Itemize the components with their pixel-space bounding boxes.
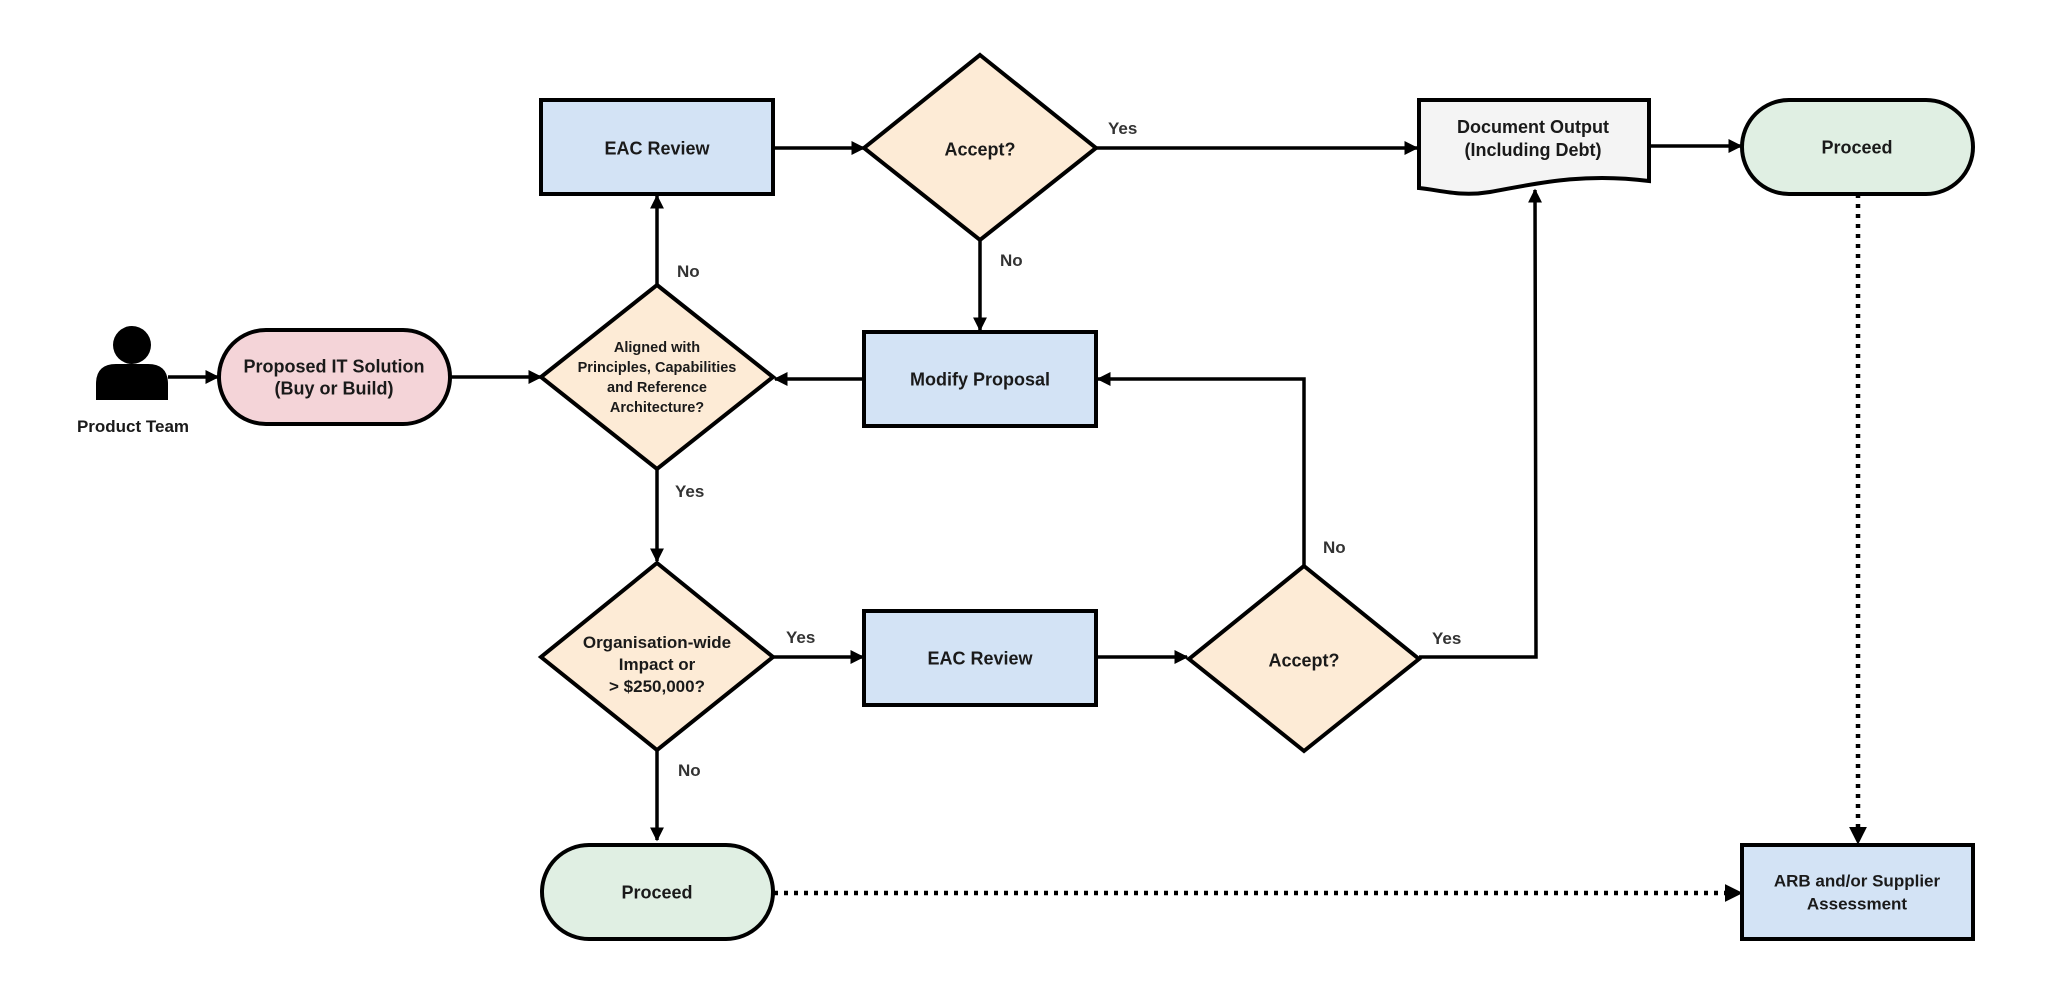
accept-bottom-decision-shape [1185,563,1423,754]
label-line: > $250,000? [609,677,705,696]
edge-labels: No Yes Yes No Yes No No Yes [675,119,1461,780]
label-line: Principles, Capabilities [578,360,737,376]
proceed-top-label: Proceed [1821,137,1892,157]
label-line: Proposed IT Solution [244,356,425,376]
label-line: Proceed [621,882,692,902]
edge-label-accept-bottom-yes: Yes [1432,629,1461,648]
label-line: Architecture? [610,400,704,416]
accept-top-label: Accept? [944,139,1015,159]
eac-review-top-shape [539,98,775,196]
org-wide-decision-shape [537,560,777,753]
edge-label-accept-bottom-no: No [1323,538,1346,557]
edge-label-aligned-no: No [677,262,700,281]
proceed-top-shape [1740,98,1975,196]
edge-label-org-yes: Yes [786,628,815,647]
eac-review-bottom-shape [862,609,1098,707]
label-line: Assessment [1807,894,1908,913]
label-line: EAC Review [927,648,1033,668]
modify-proposal-shape [862,330,1098,428]
label-line: Accept? [1268,650,1339,670]
modify-proposal-label: Modify Proposal [910,369,1050,389]
shapes [217,52,1975,941]
accept-top-decision-shape [860,52,1100,243]
label-line: (Including Debt) [1465,140,1602,160]
label-line: Impact or [619,655,696,674]
label-line: Aligned with [614,340,700,356]
edge-accept-bottom-to-document [1419,188,1543,659]
label-line: Organisation-wide [583,633,731,652]
label-line: EAC Review [604,138,710,158]
product-team-label: Product Team [77,417,189,436]
edges [168,139,1867,902]
edge-label-org-no: No [678,761,701,780]
proceed-bottom-label: Proceed [621,882,692,902]
node-labels: Proposed IT Solution(Buy or Build) Align… [244,117,1941,914]
edge-accept-bottom-to-modify [1096,372,1306,566]
label-line: Document Output [1457,117,1609,137]
person-icon [96,326,168,400]
edge-label-aligned-yes: Yes [675,482,704,501]
label-line: and Reference [607,380,707,396]
label-line: ARB and/or Supplier [1774,871,1941,890]
label-line: Modify Proposal [910,369,1050,389]
proceed-bottom-shape [540,843,775,941]
accept-bottom-label: Accept? [1268,650,1339,670]
label-line: Proceed [1821,137,1892,157]
aligned-decision-shape [537,282,777,472]
document-output-label: Document Output (Including Debt) [1457,117,1609,160]
label-line: Accept? [944,139,1015,159]
proposed-solution-label: Proposed IT Solution(Buy or Build) [244,356,425,398]
arb-assessment-shape [1740,843,1975,941]
label-line: (Buy or Build) [275,378,394,398]
eac-review-top-label: EAC Review [604,138,710,158]
proposed-solution-shape [217,328,452,426]
document-output-shape [1417,98,1651,196]
edge-label-accept-top-yes: Yes [1108,119,1137,138]
eac-review-bottom-label: EAC Review [927,648,1033,668]
edge-label-accept-top-no: No [1000,251,1023,270]
